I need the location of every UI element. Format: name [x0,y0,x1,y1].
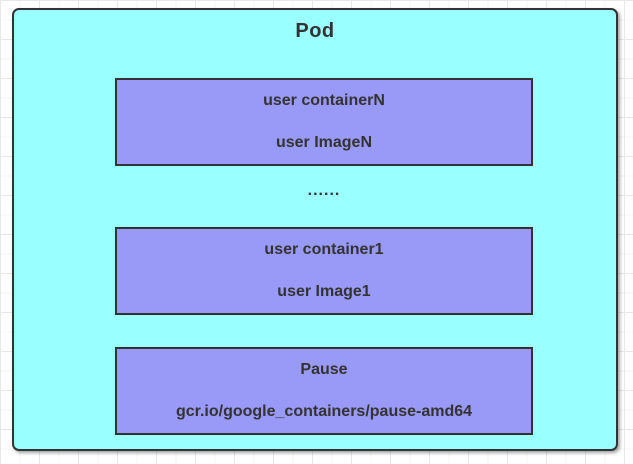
pause-image: gcr.io/google_containers/pause-amd64 [175,403,473,420]
container-n-shape[interactable]: user containerN user ImageN [115,78,533,166]
container-n-name: user containerN [263,92,385,109]
container-n-image: user ImageN [275,134,373,151]
container-1-name: user container1 [264,241,384,258]
pause-name: Pause [300,361,348,378]
pod-title: Pod [295,20,335,42]
container-1-shape[interactable]: user container1 user Image1 [115,227,533,315]
ellipsis-text[interactable]: ...... [307,182,341,199]
container-1-image: user Image1 [277,283,371,300]
pause-container-shape[interactable]: Pause gcr.io/google_containers/pause-amd… [115,347,533,435]
